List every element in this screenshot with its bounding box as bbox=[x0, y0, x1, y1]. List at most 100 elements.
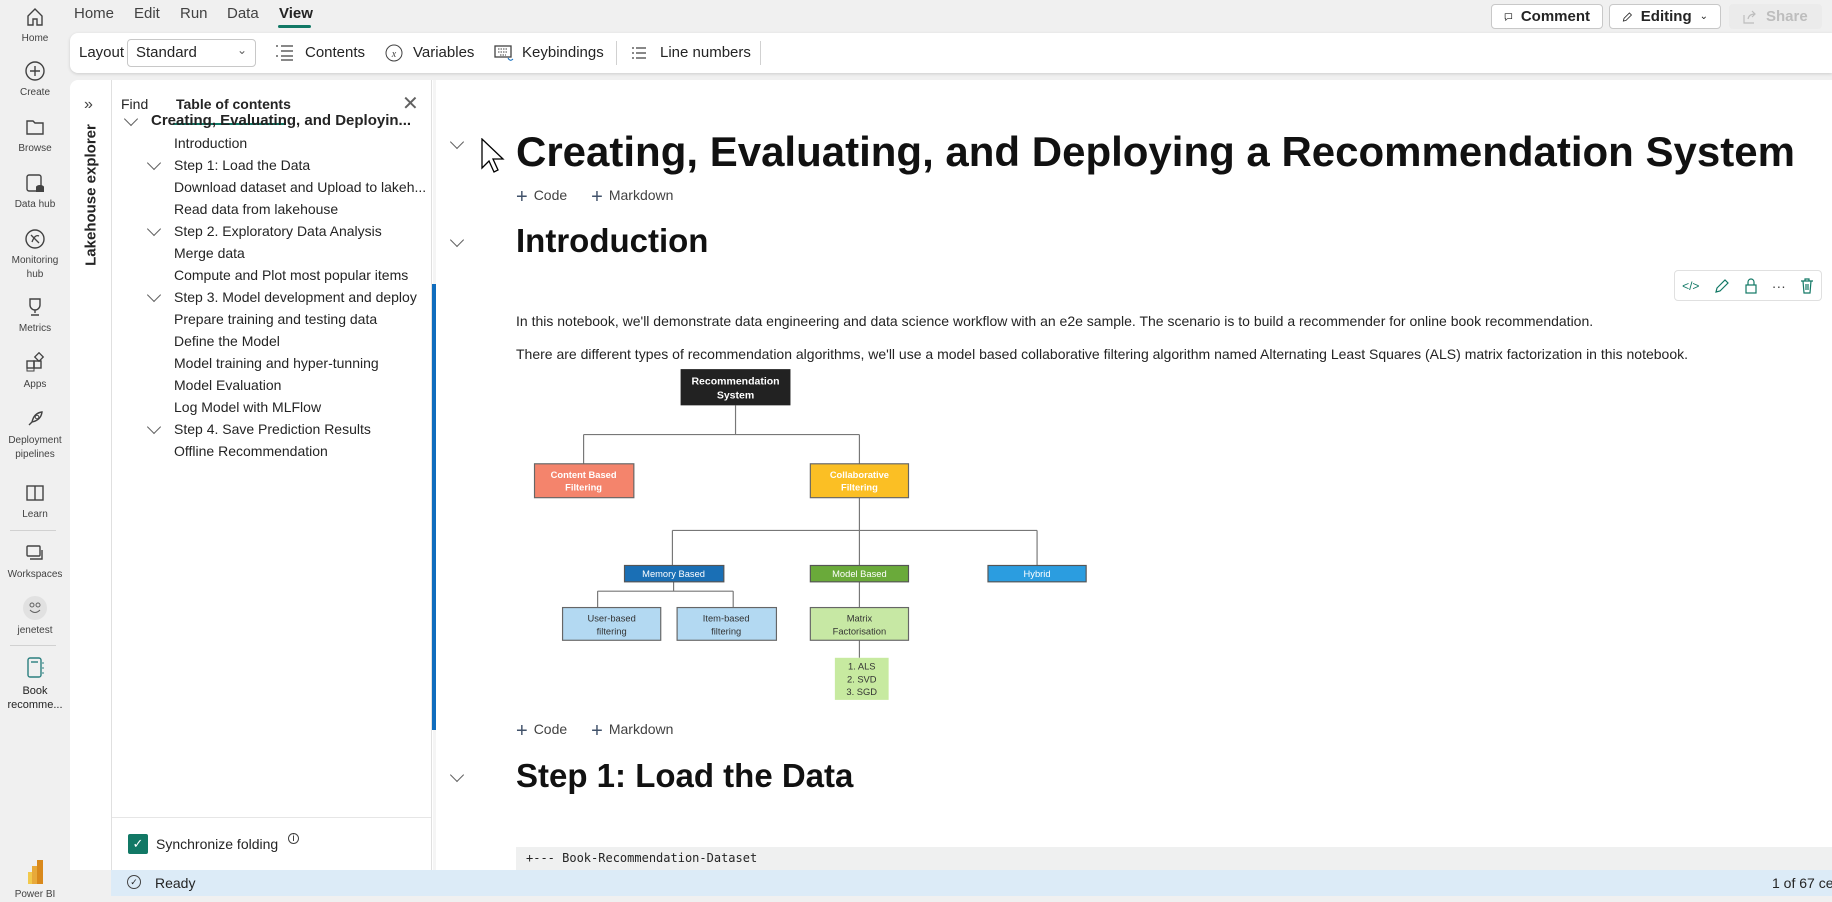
rail-workspaces[interactable]: Workspaces bbox=[0, 542, 70, 582]
toc-item[interactable]: Log Model with MLFlow bbox=[174, 399, 322, 415]
rail-learn[interactable]: Learn bbox=[0, 482, 70, 522]
keyboard-icon bbox=[494, 45, 514, 61]
trash-icon[interactable] bbox=[1800, 277, 1814, 294]
comment-icon bbox=[1504, 12, 1513, 21]
toc-item[interactable]: Compute and Plot most popular items bbox=[174, 267, 409, 283]
collapse-chevron-icon[interactable] bbox=[449, 767, 465, 783]
lakehouse-explorer-tab[interactable]: Lakehouse explorer bbox=[82, 124, 100, 266]
scrollbar-thumb[interactable] bbox=[432, 284, 436, 730]
active-tab-indicator bbox=[173, 123, 286, 125]
toc-item[interactable]: Step 2. Exploratory Data Analysis bbox=[174, 223, 382, 239]
share-icon bbox=[1743, 10, 1756, 24]
node-label: Content Based bbox=[551, 470, 617, 480]
toc-item[interactable]: Model training and hyper-tunning bbox=[174, 355, 379, 371]
add-code-button[interactable]: +Code bbox=[516, 720, 568, 742]
share-button[interactable]: Share bbox=[1729, 4, 1822, 29]
rail-metrics[interactable]: Metrics bbox=[0, 296, 70, 336]
introduction-heading: Introduction bbox=[516, 222, 709, 259]
line-numbers-icon bbox=[632, 47, 646, 59]
add-markdown-button[interactable]: +Markdown bbox=[591, 186, 674, 208]
rail-home[interactable]: Home bbox=[0, 6, 70, 46]
code-view-icon[interactable]: </> bbox=[1682, 278, 1700, 293]
home-icon bbox=[27, 8, 43, 26]
plus-icon: + bbox=[516, 720, 528, 742]
toc-item[interactable]: Offline Recommendation bbox=[174, 443, 328, 459]
diagram-connectors bbox=[583, 405, 1038, 658]
workspace-panel: » Lakehouse explorer Find Table of conte… bbox=[70, 80, 1832, 870]
menu-run[interactable]: Run bbox=[180, 5, 208, 22]
node-label: 3. SGD bbox=[846, 687, 877, 697]
node-recommendation-system bbox=[680, 369, 791, 406]
toc-heading[interactable]: Creating, Evaluating, and Deployin... bbox=[151, 112, 412, 129]
rail-jenetest[interactable]: jenetest bbox=[0, 596, 70, 638]
toc-item[interactable]: Download dataset and Upload to lakeh... bbox=[174, 179, 427, 195]
step1-heading: Step 1: Load the Data bbox=[516, 757, 854, 794]
toc-panel: Find Table of contents ✕ Creating, Evalu… bbox=[111, 80, 432, 870]
svg-text:x: x bbox=[391, 49, 397, 60]
rail-monitoring-hub[interactable]: Monitoring hub bbox=[0, 228, 70, 282]
node-label: Item-based bbox=[703, 614, 750, 624]
code-cell[interactable]: +--- Book-Recommendation-Dataset bbox=[516, 847, 1832, 870]
toc-item[interactable]: Prepare training and testing data bbox=[174, 311, 378, 327]
rail-data-hub[interactable]: Data hub bbox=[0, 172, 70, 212]
check-circle-icon: ✓ bbox=[127, 875, 141, 889]
tab-table-of-contents[interactable]: Table of contents bbox=[176, 96, 291, 112]
more-icon[interactable]: ··· bbox=[1771, 277, 1786, 294]
pencil-icon[interactable] bbox=[1714, 278, 1730, 294]
node-matrix-factorisation bbox=[809, 606, 910, 641]
lock-icon[interactable] bbox=[1744, 277, 1758, 294]
node-label: Hybrid bbox=[1024, 569, 1051, 579]
rail-apps[interactable]: Apps bbox=[0, 352, 70, 392]
chevron-down-icon[interactable] bbox=[123, 111, 139, 127]
chevron-down-icon[interactable] bbox=[146, 419, 162, 435]
rail-create[interactable]: Create bbox=[0, 60, 70, 100]
menu-edit[interactable]: Edit bbox=[134, 5, 160, 22]
toc-item[interactable]: Step 4. Save Prediction Results bbox=[174, 421, 371, 437]
rail-divider bbox=[10, 530, 56, 531]
editing-button[interactable]: Editing⌄ bbox=[1609, 4, 1721, 29]
list-icon bbox=[276, 45, 293, 61]
menu-home[interactable]: Home bbox=[74, 5, 115, 22]
add-code-button[interactable]: +Code bbox=[516, 186, 568, 208]
toc-item[interactable]: Step 1: Load the Data bbox=[174, 157, 311, 173]
comment-button[interactable]: Comment bbox=[1491, 4, 1603, 29]
rail-book-recommendation[interactable]: Book recomme... bbox=[0, 656, 70, 712]
sync-folding-checkbox[interactable]: ✓ bbox=[128, 834, 148, 854]
folder-icon bbox=[26, 120, 44, 135]
plus-icon: + bbox=[591, 186, 603, 208]
collapse-chevron-icon[interactable] bbox=[449, 232, 465, 248]
add-markdown-button[interactable]: +Markdown bbox=[591, 720, 674, 742]
layout-label: Layout bbox=[79, 44, 125, 61]
node-label: Matrix bbox=[847, 614, 873, 624]
node-label: 1. ALS bbox=[848, 661, 876, 671]
chevron-down-icon: ⌄ bbox=[1699, 11, 1708, 22]
rocket-icon bbox=[28, 411, 43, 426]
rail-browse[interactable]: Browse bbox=[0, 116, 70, 156]
menu-view[interactable]: View bbox=[279, 5, 313, 22]
toc-item[interactable]: Model Evaluation bbox=[174, 377, 282, 393]
chevron-down-icon[interactable] bbox=[146, 155, 162, 171]
chevron-down-icon[interactable] bbox=[146, 221, 162, 237]
mouse-cursor-icon bbox=[481, 138, 505, 173]
toc-item[interactable]: Define the Model bbox=[174, 333, 280, 349]
toc-item[interactable]: Step 3. Model development and deploy bbox=[174, 289, 417, 305]
tab-find[interactable]: Find bbox=[121, 96, 149, 112]
menu-data[interactable]: Data bbox=[227, 5, 259, 22]
rail-divider bbox=[10, 645, 56, 646]
info-icon[interactable]: i bbox=[288, 833, 299, 844]
database-icon bbox=[26, 174, 44, 192]
toc-item[interactable]: Introduction bbox=[174, 135, 248, 151]
monitoring-icon bbox=[25, 229, 45, 249]
expand-icon[interactable]: » bbox=[84, 96, 93, 113]
toc-item[interactable]: Read data from lakehouse bbox=[174, 201, 339, 217]
toc-item[interactable]: Merge data bbox=[174, 245, 245, 261]
close-icon[interactable]: ✕ bbox=[402, 93, 419, 115]
notebook-title: Creating, Evaluating, and Deploying a Re… bbox=[516, 128, 1795, 175]
cell-count: 1 of 67 ce bbox=[1772, 875, 1832, 891]
chevron-down-icon[interactable] bbox=[146, 287, 162, 303]
layout-select[interactable]: Standard⌄ bbox=[127, 39, 256, 67]
rail-deployment-pipelines[interactable]: Deployment pipelines bbox=[0, 408, 70, 462]
collapse-chevron-icon[interactable] bbox=[449, 134, 465, 150]
rail-powerbi[interactable]: Power BI bbox=[0, 860, 70, 902]
